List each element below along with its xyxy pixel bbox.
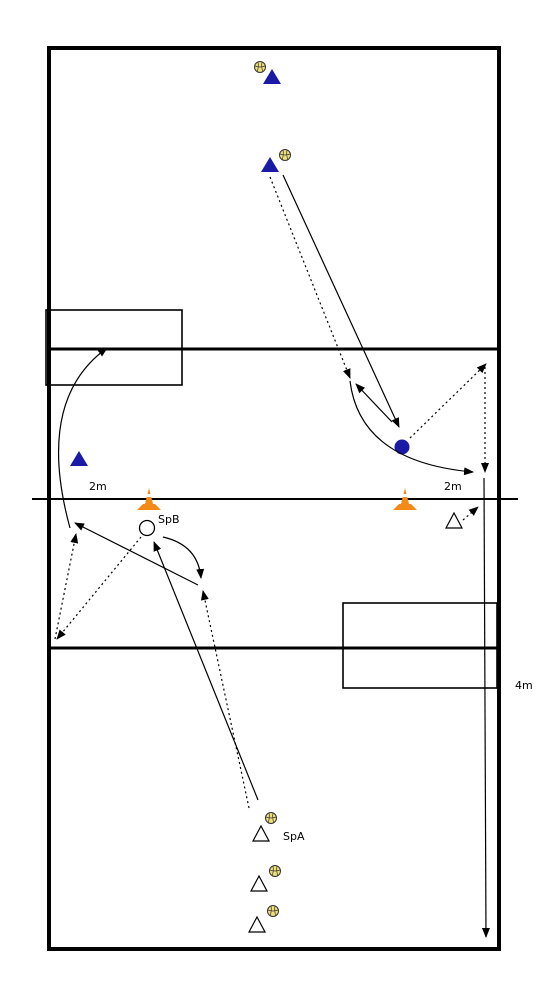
run-arrow bbox=[282, 174, 400, 428]
volleyball-icon bbox=[254, 61, 266, 73]
run-arrow bbox=[162, 536, 205, 579]
player-b-label: SpB bbox=[158, 513, 180, 526]
white-triangle-player bbox=[250, 874, 268, 892]
white-triangle-player bbox=[248, 915, 266, 933]
run-arrow bbox=[349, 380, 474, 476]
pass-arrow bbox=[54, 533, 79, 640]
run-arrow bbox=[57, 347, 108, 529]
pass-arrow bbox=[269, 176, 351, 379]
blue-triangle-player bbox=[70, 451, 88, 466]
white-triangle-player bbox=[445, 511, 463, 529]
white-circle-player bbox=[138, 519, 156, 537]
side-distance-label: 4m bbox=[515, 679, 533, 692]
blue-triangle-player bbox=[261, 157, 279, 172]
run-arrow bbox=[355, 383, 393, 423]
zone-right-label: 2m bbox=[444, 480, 462, 493]
white-triangle-player bbox=[252, 824, 270, 842]
blue-triangle-player bbox=[263, 69, 281, 84]
zone-box-left bbox=[45, 309, 183, 386]
blue-circle-player bbox=[394, 439, 410, 455]
volleyball-icon bbox=[269, 865, 281, 877]
pass-arrow bbox=[462, 506, 479, 521]
zone-box-right bbox=[342, 602, 498, 689]
pass-arrow bbox=[200, 590, 250, 809]
pass-arrow bbox=[409, 363, 487, 439]
volleyball-icon bbox=[279, 149, 291, 161]
pass-arrow bbox=[56, 536, 142, 640]
volleyball-icon bbox=[267, 905, 279, 917]
run-arrow bbox=[153, 541, 259, 801]
distance-arrow bbox=[481, 477, 490, 938]
volleyball-icon bbox=[265, 812, 277, 824]
run-arrow bbox=[74, 522, 199, 586]
zone-left-label: 2m bbox=[89, 480, 107, 493]
player-a-label: SpA bbox=[283, 830, 305, 843]
